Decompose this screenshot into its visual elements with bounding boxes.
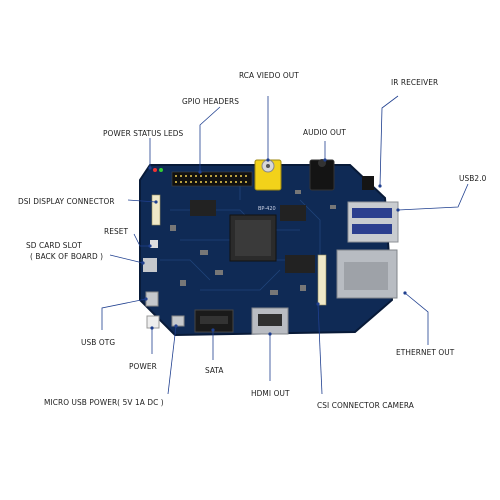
label-ir-receiver: IR RECEIVER [391, 77, 439, 87]
gpio-pins [175, 175, 247, 183]
power-jack [146, 315, 160, 329]
leader-reset [133, 233, 150, 247]
status-led-2 [159, 168, 163, 172]
label-sd-card-slot-note: ( BACK OF BOARD ) [30, 251, 104, 261]
ram-chip-2 [190, 200, 216, 216]
reset-button [150, 240, 158, 248]
leader-ethernet [404, 292, 429, 345]
usb-otg-port [145, 291, 159, 307]
leader-micro-usb [167, 325, 177, 395]
label-rca-video-out: RCA VIEDO OUT [239, 70, 299, 80]
label-sata: SATA [205, 365, 224, 375]
gpio-header [171, 171, 253, 187]
leader-dsi [127, 199, 157, 203]
sd-slot [143, 258, 157, 272]
label-power: POWER [129, 361, 157, 371]
label-gpio-headers: GPIO HEADERS [182, 96, 240, 106]
label-ethernet-out: ETHERNET OUT [396, 347, 455, 357]
dsi-connector [151, 194, 161, 226]
leader-endpoints [141, 158, 407, 336]
label-sd-card-slot: SD CARD SLOT [26, 240, 82, 250]
csi-connector [317, 254, 327, 306]
label-hdmi-out: HDMI OUT [251, 388, 290, 398]
ram-chip-1 [285, 255, 315, 273]
label-audio-out: AUDIO OUT [303, 127, 346, 137]
label-dsi-display-connector: DSI DISPLAY CONNECTOR [18, 196, 115, 206]
label-csi-connector-camera: CSI CONNECTOR CAMERA [317, 400, 414, 410]
label-micro-usb-power: MICRO USB POWER( 5V 1A DC ) [44, 397, 164, 407]
ir-receiver-part [362, 176, 374, 190]
leader-lines [101, 95, 469, 395]
ram-chip-3 [280, 205, 306, 221]
label-usb-otg: USB OTG [81, 337, 116, 347]
label-power-status-leds: POWER STATUS LEDS [103, 128, 184, 138]
board-model-text: BP-420 [258, 206, 276, 212]
label-reset: RESET [104, 226, 129, 236]
small-components [170, 190, 336, 295]
status-led-1 [153, 168, 157, 172]
leader-csi [317, 303, 323, 395]
leader-usb-otg [101, 298, 147, 330]
leader-sd [109, 254, 144, 264]
leader-gpio [199, 106, 221, 172]
leader-usb [397, 183, 469, 211]
leader-ir [379, 95, 399, 187]
micro-usb-port [171, 315, 185, 327]
label-usb20: USB2.0 [459, 173, 487, 183]
